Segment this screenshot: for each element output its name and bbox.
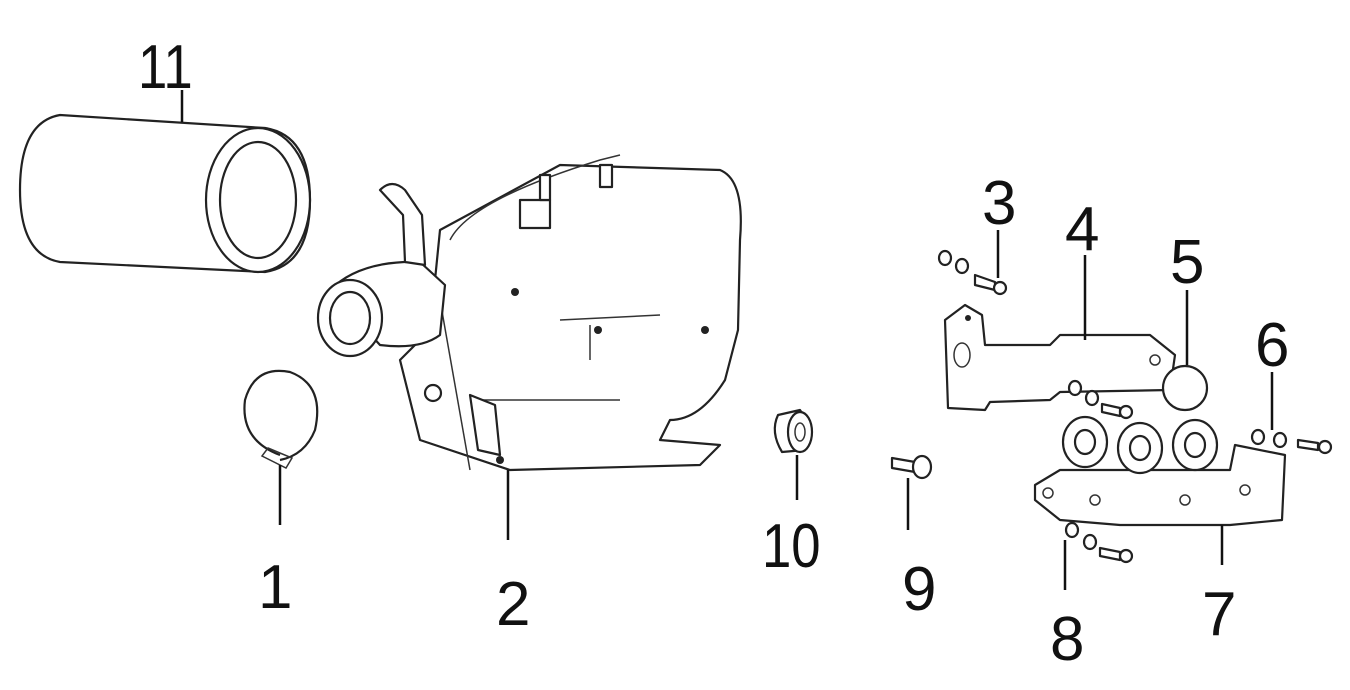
lower-bracket-drawing [1033,415,1287,527]
callout-3: 3 [982,169,1016,238]
callouts: 11 1 2 3 4 5 6 7 8 9 10 [138,33,1289,674]
callout-8: 8 [1050,605,1084,674]
callout-4: 4 [1065,195,1099,264]
callout-5: 5 [1170,228,1204,297]
upper-bracket-drawing [943,303,1177,412]
hose-clamp-drawing [243,369,319,469]
callout-9: 9 [902,555,936,624]
callout-2: 2 [496,570,530,639]
air-cleaner-housing-drawing [316,154,742,472]
callout-11: 11 [138,33,193,102]
washer-bolt-sets [937,249,1333,564]
callout-6: 6 [1255,311,1289,380]
air-filter-element-drawing [18,113,312,274]
callout-7: 7 [1202,580,1236,649]
callout-1: 1 [258,553,292,622]
rubber-grommet-drawing [773,408,814,454]
flange-bolt-drawing [890,454,933,480]
rubber-pad-drawing [1161,364,1209,412]
callout-10: 10 [762,512,821,581]
leader-lines [180,90,1274,590]
